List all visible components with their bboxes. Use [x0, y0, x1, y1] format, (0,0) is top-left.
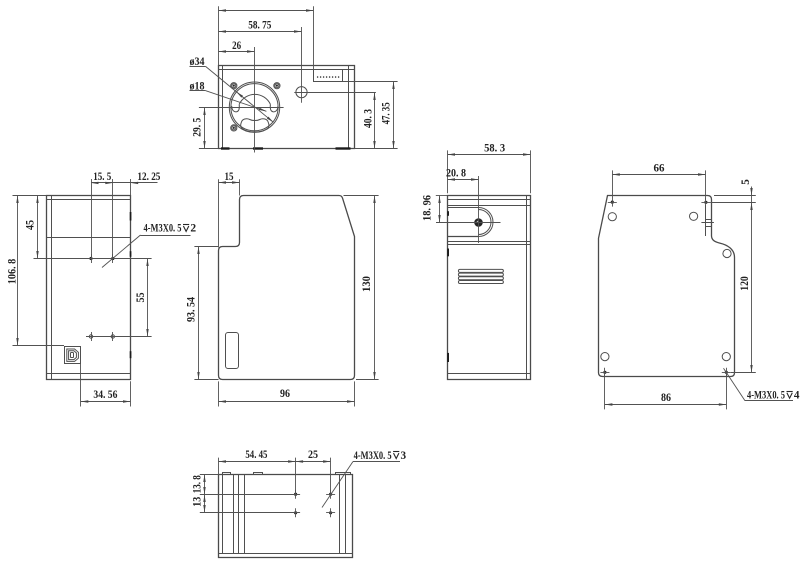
svg-text:86: 86 [661, 390, 671, 404]
svg-text:ø34: ø34 [190, 54, 205, 68]
svg-text:55: 55 [133, 293, 147, 303]
svg-text:ø18: ø18 [190, 79, 205, 93]
svg-text:5: 5 [738, 179, 752, 185]
svg-text:4: 4 [794, 390, 800, 402]
svg-text:34. 56: 34. 56 [93, 387, 117, 401]
svg-text:47. 35: 47. 35 [379, 102, 393, 124]
svg-text:12. 25: 12. 25 [137, 169, 160, 183]
svg-text:40. 3: 40. 3 [360, 109, 374, 128]
svg-text:25: 25 [308, 447, 318, 461]
svg-text:26: 26 [232, 38, 241, 52]
svg-text:66: 66 [654, 161, 665, 175]
svg-text:45: 45 [22, 220, 36, 230]
svg-text:54. 45: 54. 45 [245, 447, 267, 461]
svg-text:15: 15 [225, 169, 234, 183]
svg-text:106. 8: 106. 8 [5, 259, 19, 285]
svg-text:2: 2 [190, 223, 196, 235]
svg-text:4-M3X0. 5: 4-M3X0. 5 [354, 450, 392, 462]
svg-text:58. 75: 58. 75 [248, 17, 271, 31]
svg-text:3: 3 [401, 450, 407, 462]
svg-text:13: 13 [190, 497, 204, 507]
svg-text:20. 8: 20. 8 [446, 165, 466, 179]
svg-text:4-M3X0. 5: 4-M3X0. 5 [747, 390, 785, 402]
svg-text:18. 96: 18. 96 [419, 195, 433, 221]
svg-text:120: 120 [737, 276, 751, 291]
svg-text:15. 5: 15. 5 [93, 169, 111, 183]
svg-text:130: 130 [359, 276, 373, 292]
svg-text:4-M3X0. 5: 4-M3X0. 5 [144, 223, 182, 235]
svg-text:93. 54: 93. 54 [184, 297, 198, 322]
svg-text:29. 5: 29. 5 [190, 118, 204, 137]
svg-text:58. 3: 58. 3 [484, 140, 505, 154]
svg-text:96: 96 [280, 386, 290, 400]
svg-text:13. 8: 13. 8 [190, 475, 204, 493]
